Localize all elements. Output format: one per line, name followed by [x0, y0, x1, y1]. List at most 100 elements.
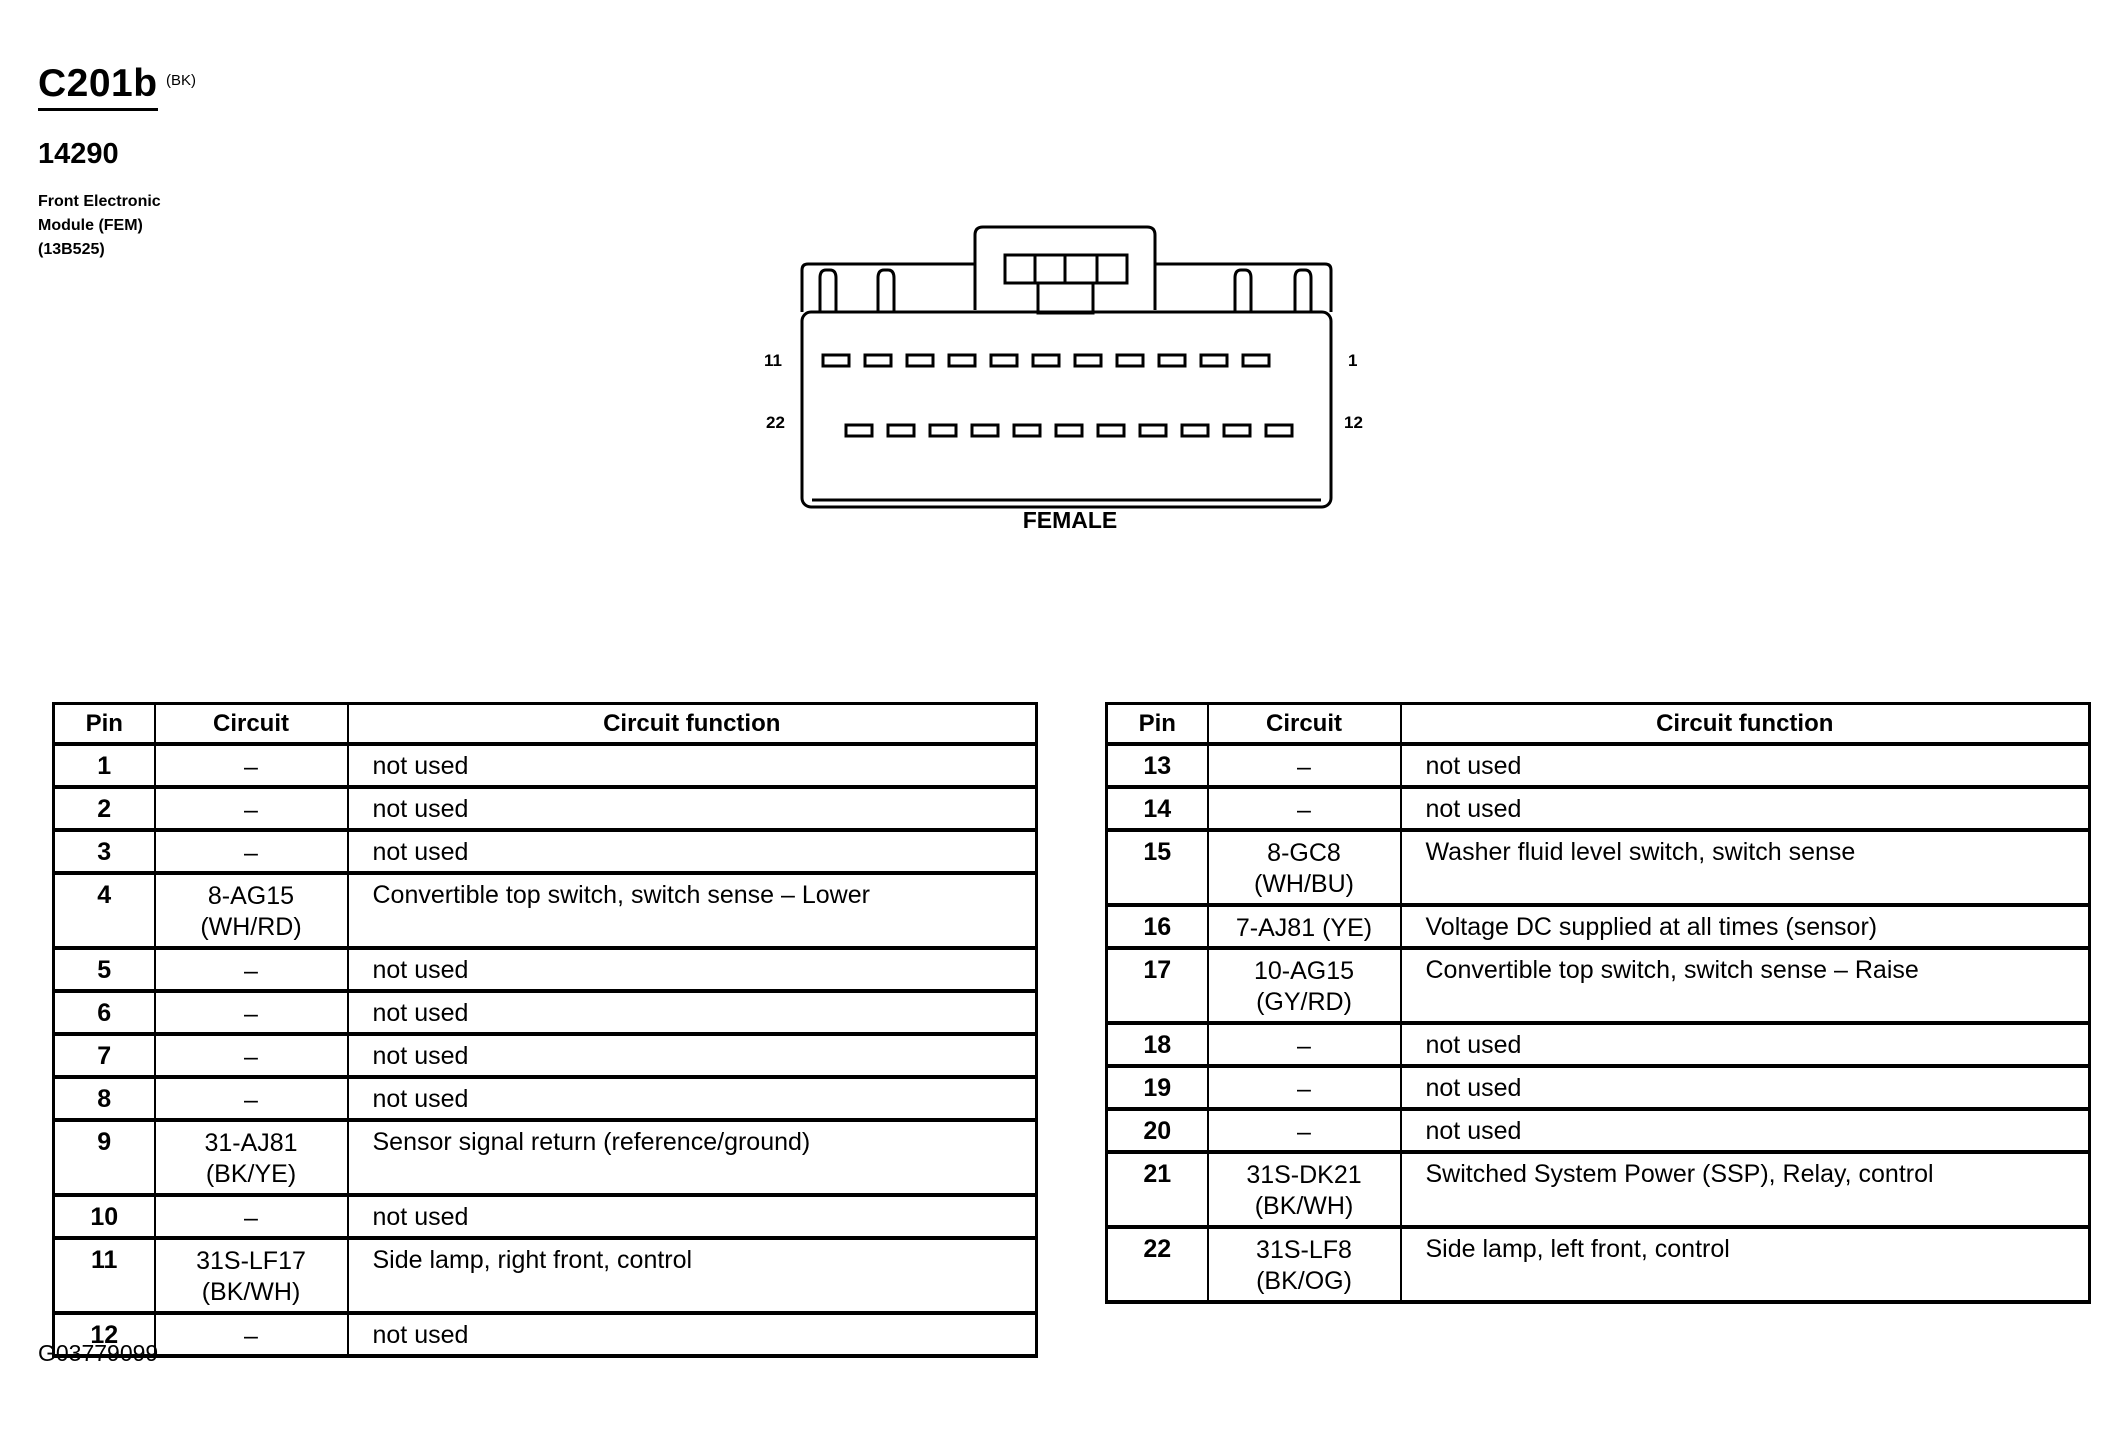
circuit-line: –	[244, 839, 258, 867]
circuit-line: (WH/RD)	[200, 913, 302, 941]
circuit-line: (BK/OG)	[1256, 1267, 1352, 1295]
circuit-line: –	[244, 1322, 258, 1350]
circuit-line: –	[1297, 1118, 1311, 1146]
table-row: 14–not used	[1105, 786, 2091, 831]
circuit-function: Side lamp, left front, control	[1399, 1226, 2091, 1303]
part-number: 14290	[38, 138, 119, 170]
circuit-function: not used	[346, 1312, 1038, 1357]
pin-cavity	[844, 423, 874, 438]
pin-table-right: Pin Circuit Circuit function 13–not used…	[1105, 702, 2091, 1304]
circuit-function: not used	[1399, 1022, 2091, 1067]
pin-cavity	[1180, 423, 1210, 438]
circuit-line: –	[244, 1043, 258, 1071]
connector-id: C201b	[38, 62, 158, 111]
circuit-line: –	[1297, 1032, 1311, 1060]
circuit-function: not used	[346, 743, 1038, 788]
circuit-line: 31-AJ81	[204, 1129, 298, 1157]
pin-number: 19	[1105, 1065, 1209, 1110]
table-row: 10–not used	[52, 1194, 1038, 1239]
circuit-function: not used	[346, 1194, 1038, 1239]
circuit-cell: 31S-LF17(BK/WH)	[153, 1237, 349, 1314]
circuit-line: –	[244, 1000, 258, 1028]
pin-number: 17	[1105, 947, 1209, 1024]
pin-row-top	[821, 353, 1271, 368]
circuit-function: not used	[1399, 786, 2091, 831]
circuit-function: not used	[346, 829, 1038, 874]
pin-cavity	[905, 353, 935, 368]
pin-number: 16	[1105, 904, 1209, 949]
table-row: 2 – not used	[52, 786, 1038, 831]
circuit-line: –	[244, 1204, 258, 1232]
column-header-pin: Pin	[52, 702, 156, 745]
pin-number: 6	[52, 990, 156, 1035]
pin-number: 5	[52, 947, 156, 992]
pin-number: 4	[52, 872, 156, 949]
pin-cavity	[1115, 353, 1145, 368]
pin-number: 13	[1105, 743, 1209, 788]
circuit-cell: –	[153, 947, 349, 992]
pin-row-bottom	[844, 423, 1294, 438]
circuit-cell: –	[153, 1312, 349, 1357]
pin-cavity	[928, 423, 958, 438]
circuit-function: Washer fluid level switch, switch sense	[1399, 829, 2091, 906]
table-row: 6 – not used	[52, 990, 1038, 1035]
circuit-function: not used	[346, 786, 1038, 831]
pin-cavity	[1222, 423, 1252, 438]
pin-number: 7	[52, 1033, 156, 1078]
circuit-line: (GY/RD)	[1256, 988, 1352, 1016]
table-row: 8–not used	[52, 1076, 1038, 1121]
pin-number: 12	[52, 1312, 156, 1357]
circuit-line: –	[244, 796, 258, 824]
circuit-function: not used	[346, 1033, 1038, 1078]
connector-title-block: C201b (BK)	[38, 62, 196, 111]
table-header-row: Pin Circuit Circuit function	[52, 702, 1038, 745]
pin-cavity	[1012, 423, 1042, 438]
pin-cavity	[1031, 353, 1061, 368]
circuit-line: 31S-LF8	[1256, 1236, 1352, 1264]
table-row: 12 – not used	[52, 1312, 1038, 1357]
pin-number: 11	[52, 1237, 156, 1314]
column-header-function: Circuit function	[346, 702, 1038, 745]
circuit-line: –	[244, 957, 258, 985]
circuit-cell: –	[1206, 1065, 1402, 1110]
table-row: 1–not used	[52, 743, 1038, 788]
circuit-line: –	[1297, 753, 1311, 781]
circuit-line: 8-GC8	[1267, 839, 1341, 867]
circuit-cell: 10-AG15(GY/RD)	[1206, 947, 1402, 1024]
pin-cavity	[1054, 423, 1084, 438]
circuit-function: not used	[346, 990, 1038, 1035]
circuit-function: Voltage DC supplied at all times (sensor…	[1399, 904, 2091, 949]
circuit-line: –	[244, 753, 258, 781]
circuit-function: not used	[346, 1076, 1038, 1121]
circuit-function: not used	[346, 947, 1038, 992]
circuit-function: Side lamp, right front, control	[346, 1237, 1038, 1314]
pin-cavity	[1241, 353, 1271, 368]
pin-number: 2	[52, 786, 156, 831]
table-row: 19–not used	[1105, 1065, 2091, 1110]
pin-number: 14	[1105, 786, 1209, 831]
pin-number: 3	[52, 829, 156, 874]
pin-cavity	[947, 353, 977, 368]
table-header-row: Pin Circuit Circuit function	[1105, 702, 2091, 745]
circuit-cell: 8-AG15 (WH/RD)	[153, 872, 349, 949]
pin-cavity	[1073, 353, 1103, 368]
pin-cavity	[886, 423, 916, 438]
connector-color: (BK)	[166, 72, 196, 89]
connector-face-diagram: 11 1 22 12 FEMALE	[764, 225, 1363, 533]
table-row: 5 – not used	[52, 947, 1038, 992]
figure-id: G03779099	[38, 1340, 159, 1366]
pin-number: 8	[52, 1076, 156, 1121]
pin-cavity	[821, 353, 851, 368]
circuit-cell: –	[153, 990, 349, 1035]
column-header-circuit: Circuit	[1206, 702, 1402, 745]
circuit-cell: 31S-DK21(BK/WH)	[1206, 1151, 1402, 1228]
circuit-line: 8-AG15	[207, 882, 295, 910]
pin-number: 20	[1105, 1108, 1209, 1153]
gender-label: FEMALE	[1023, 507, 1118, 533]
circuit-function: not used	[1399, 743, 2091, 788]
pin-label-22: 22	[766, 413, 785, 432]
